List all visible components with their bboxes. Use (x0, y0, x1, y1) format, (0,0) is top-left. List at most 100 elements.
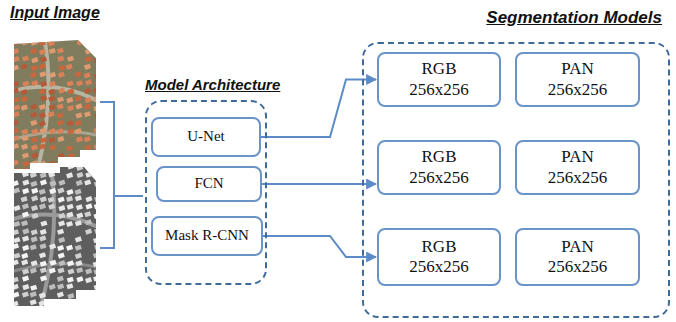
rooftop (76, 267, 83, 273)
rooftop (66, 221, 73, 227)
rooftop (22, 188, 29, 194)
rooftop (21, 129, 28, 135)
rooftop (12, 284, 19, 290)
rooftop (30, 244, 37, 250)
rooftop (22, 268, 29, 274)
rooftop (40, 95, 47, 101)
rooftop (84, 40, 91, 46)
rooftop (75, 96, 82, 102)
rooftop (21, 167, 28, 173)
model-label: RGB 256x256 (409, 147, 469, 187)
rooftop (48, 300, 55, 306)
rooftop (22, 171, 29, 177)
rooftop (67, 120, 74, 126)
rooftop (75, 189, 82, 195)
rooftop (66, 64, 73, 70)
rooftop (93, 95, 100, 101)
rooftop (93, 48, 100, 54)
rooftop (57, 120, 64, 126)
rooftop (49, 180, 56, 186)
rooftop (39, 243, 46, 249)
rooftop (94, 181, 101, 187)
rooftop (94, 203, 101, 209)
rooftop (75, 128, 82, 134)
rooftop (75, 236, 82, 242)
rooftop (75, 253, 82, 259)
group-box: RGB 256x256PAN 256x256RGB 256x256PAN 256… (362, 42, 670, 318)
rooftop (40, 81, 47, 87)
rooftop (22, 165, 29, 171)
rooftop (85, 277, 92, 283)
rooftop (93, 105, 100, 111)
rooftop (22, 245, 29, 251)
flow-arrow (262, 183, 376, 185)
model-label: U-Net (187, 128, 225, 146)
rooftop (94, 291, 101, 297)
rooftop (49, 188, 56, 194)
rooftop (58, 205, 65, 211)
rooftop (13, 105, 20, 111)
group-box: U-NetFCNMask R-CNNModel Architecture (145, 100, 267, 285)
rooftop (39, 88, 46, 94)
rooftop (57, 292, 64, 298)
rooftop (31, 153, 38, 159)
rooftop (84, 64, 91, 70)
rooftop (57, 245, 64, 251)
rooftop (13, 237, 20, 243)
model-box: RGB 256x256 (377, 140, 501, 195)
rooftop (93, 261, 100, 267)
rooftop (39, 161, 46, 167)
rooftop (84, 153, 91, 159)
rooftop (40, 164, 47, 170)
rooftop (49, 72, 56, 78)
model-box: PAN 256x256 (515, 140, 640, 195)
rooftop (67, 105, 74, 111)
rooftop (93, 173, 100, 179)
rooftop (66, 145, 73, 151)
rooftop (66, 300, 73, 306)
rooftop (85, 79, 92, 85)
rooftop (85, 196, 92, 202)
rooftop (22, 284, 29, 290)
rooftop (22, 203, 29, 209)
rooftop (40, 261, 47, 267)
rooftop (75, 113, 82, 119)
rooftop (76, 80, 83, 86)
rooftop (57, 229, 64, 235)
rooftop (84, 88, 91, 94)
rooftop (40, 137, 47, 143)
rooftop (67, 204, 74, 210)
rooftop (13, 39, 20, 45)
rooftop (30, 268, 37, 274)
rooftop (40, 229, 47, 235)
rooftop (75, 245, 82, 251)
rooftop (31, 137, 38, 143)
rooftop (30, 299, 37, 305)
rooftop (22, 180, 29, 186)
model-box: RGB 256x256 (377, 52, 501, 107)
rooftop (84, 111, 91, 117)
rooftop (93, 237, 100, 243)
rooftop (95, 80, 102, 86)
rooftop (58, 220, 65, 226)
rooftop (30, 285, 37, 291)
rooftop (93, 268, 100, 274)
rooftop (48, 40, 55, 46)
rooftop (12, 88, 19, 94)
rooftop (48, 89, 55, 95)
rooftop (21, 253, 28, 259)
rooftop (94, 196, 101, 202)
rooftop (49, 104, 56, 110)
rooftop (58, 253, 65, 259)
rooftop (84, 211, 91, 217)
rooftop (39, 203, 46, 209)
rooftop (49, 260, 56, 266)
rooftop (13, 187, 20, 193)
rooftop (93, 127, 100, 133)
model-label: FCN (194, 175, 223, 193)
rooftop (93, 152, 100, 158)
rooftop (58, 153, 65, 159)
rooftop (67, 88, 74, 94)
